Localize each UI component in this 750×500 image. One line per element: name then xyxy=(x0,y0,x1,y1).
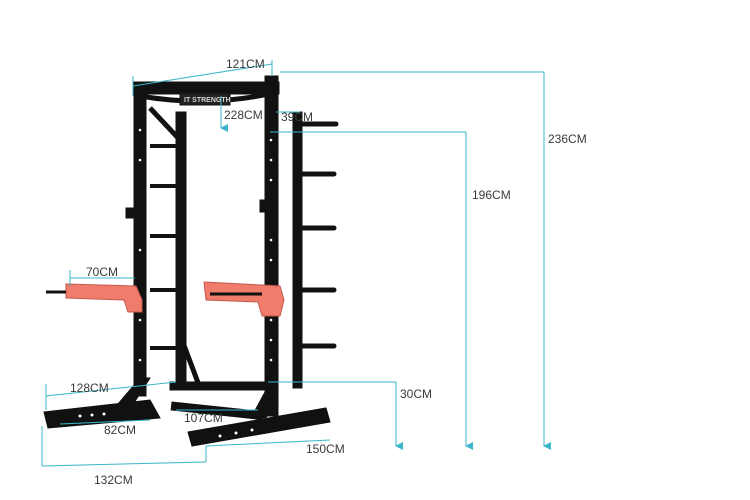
upright-holes xyxy=(78,128,273,438)
right-base xyxy=(187,407,331,447)
left-front-upright xyxy=(133,85,147,397)
label-height-total: 236CM xyxy=(548,132,587,146)
top-brace xyxy=(148,106,182,142)
left-safety-arm xyxy=(65,283,143,313)
top-crossbar xyxy=(132,81,280,95)
label-base-inner: 82CM xyxy=(104,423,136,437)
label-safety-arm: 70CM xyxy=(86,265,118,279)
logo-plate xyxy=(179,92,231,106)
label-base-gap: 107CM xyxy=(184,411,223,425)
right-safety-arm xyxy=(203,281,285,317)
brand-logo: IT STRENGTH xyxy=(184,97,231,104)
rack-frame xyxy=(43,75,339,447)
left-ladder-pegs xyxy=(150,144,176,350)
label-base-width: 128CM xyxy=(70,381,109,395)
label-pullup-drop: 228CM xyxy=(224,108,263,122)
plate-storage-horns xyxy=(299,121,339,349)
label-upright-depth: 39CM xyxy=(281,110,313,124)
left-base xyxy=(43,399,161,429)
right-jhook xyxy=(259,199,273,213)
label-width-top: 121CM xyxy=(226,57,265,71)
left-jhook xyxy=(125,207,137,219)
label-foot-length: 150CM xyxy=(306,442,345,456)
dimension-labels: 121CM 228CM 39CM 236CM 196CM 70CM 128CM … xyxy=(70,57,587,487)
safety-arms xyxy=(65,281,285,317)
label-base-depth: 132CM xyxy=(94,473,133,487)
label-height-upright: 196CM xyxy=(472,188,511,202)
lower-crossbar xyxy=(169,381,267,391)
dimension-lines xyxy=(41,60,551,467)
lower-brace xyxy=(179,339,203,389)
rear-foot xyxy=(170,401,265,421)
right-front-upright xyxy=(264,75,279,417)
label-foot-height: 30CM xyxy=(400,387,432,401)
